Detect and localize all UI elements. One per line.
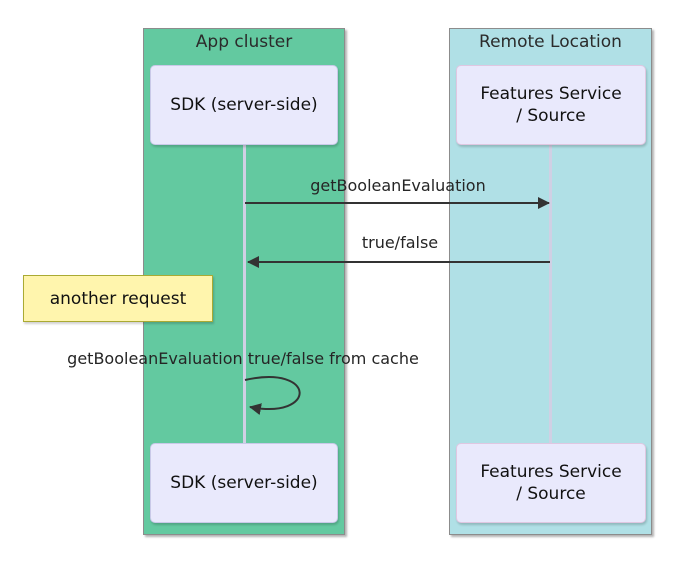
features-lifeline: [549, 145, 552, 443]
actor-features-top: Features Service / Source: [456, 65, 646, 145]
note-label: another request: [49, 288, 187, 309]
actor-sdk-bottom: SDK (server-side): [150, 443, 338, 523]
actor-features-bottom: Features Service / Source: [456, 443, 646, 523]
note-another-request: another request: [23, 275, 213, 322]
call-arrow-label: getBooleanEvaluation: [310, 176, 486, 195]
actor-features-bottom-line1: Features Service: [480, 462, 622, 482]
actor-sdk-top-label: SDK (server-side): [170, 95, 318, 115]
actor-sdk-top: SDK (server-side): [150, 65, 338, 145]
actor-features-bottom-line2: / Source: [516, 484, 586, 504]
remote-location-title: Remote Location: [479, 32, 622, 52]
self-loop-label: getBooleanEvaluation true/false from cac…: [67, 349, 419, 368]
actor-sdk-bottom-label: SDK (server-side): [170, 473, 318, 493]
response-arrow-label: true/false: [361, 233, 439, 252]
app-cluster-title: App cluster: [195, 32, 293, 52]
sdk-lifeline: [243, 145, 246, 443]
actor-features-top-line1: Features Service: [480, 84, 622, 104]
actor-features-top-line2: / Source: [516, 106, 586, 126]
